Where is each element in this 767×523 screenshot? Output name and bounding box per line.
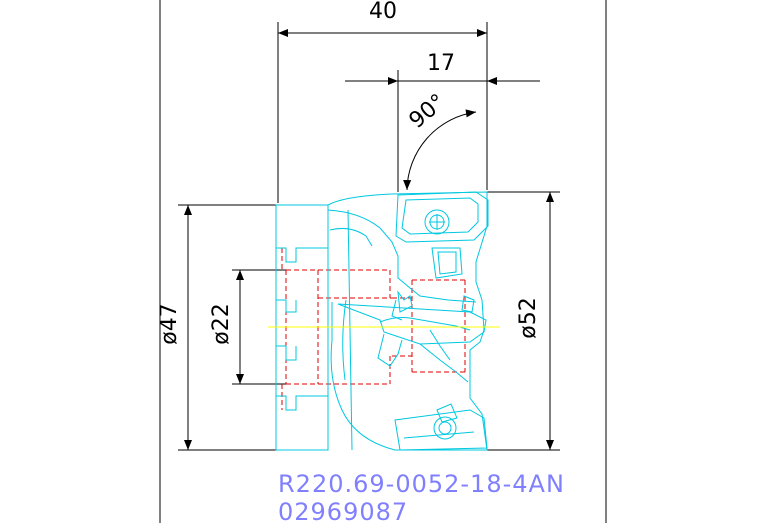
dim-diameter-cut: ø52 (516, 297, 541, 338)
dim-overall-length: 40 (369, 0, 397, 24)
item-number: 02969087 (278, 498, 408, 523)
part-number: R220.69-0052-18-4AN (278, 470, 565, 498)
dim-insert-offset: 17 (427, 51, 455, 76)
dim-diameter-bore: ø22 (209, 303, 234, 344)
dim-angle: 90° (405, 90, 451, 134)
hidden-lines (281, 248, 466, 410)
dim-diameter-left: ø47 (157, 303, 182, 344)
cutter-outline (275, 191, 489, 451)
dimension-lines (178, 22, 560, 451)
